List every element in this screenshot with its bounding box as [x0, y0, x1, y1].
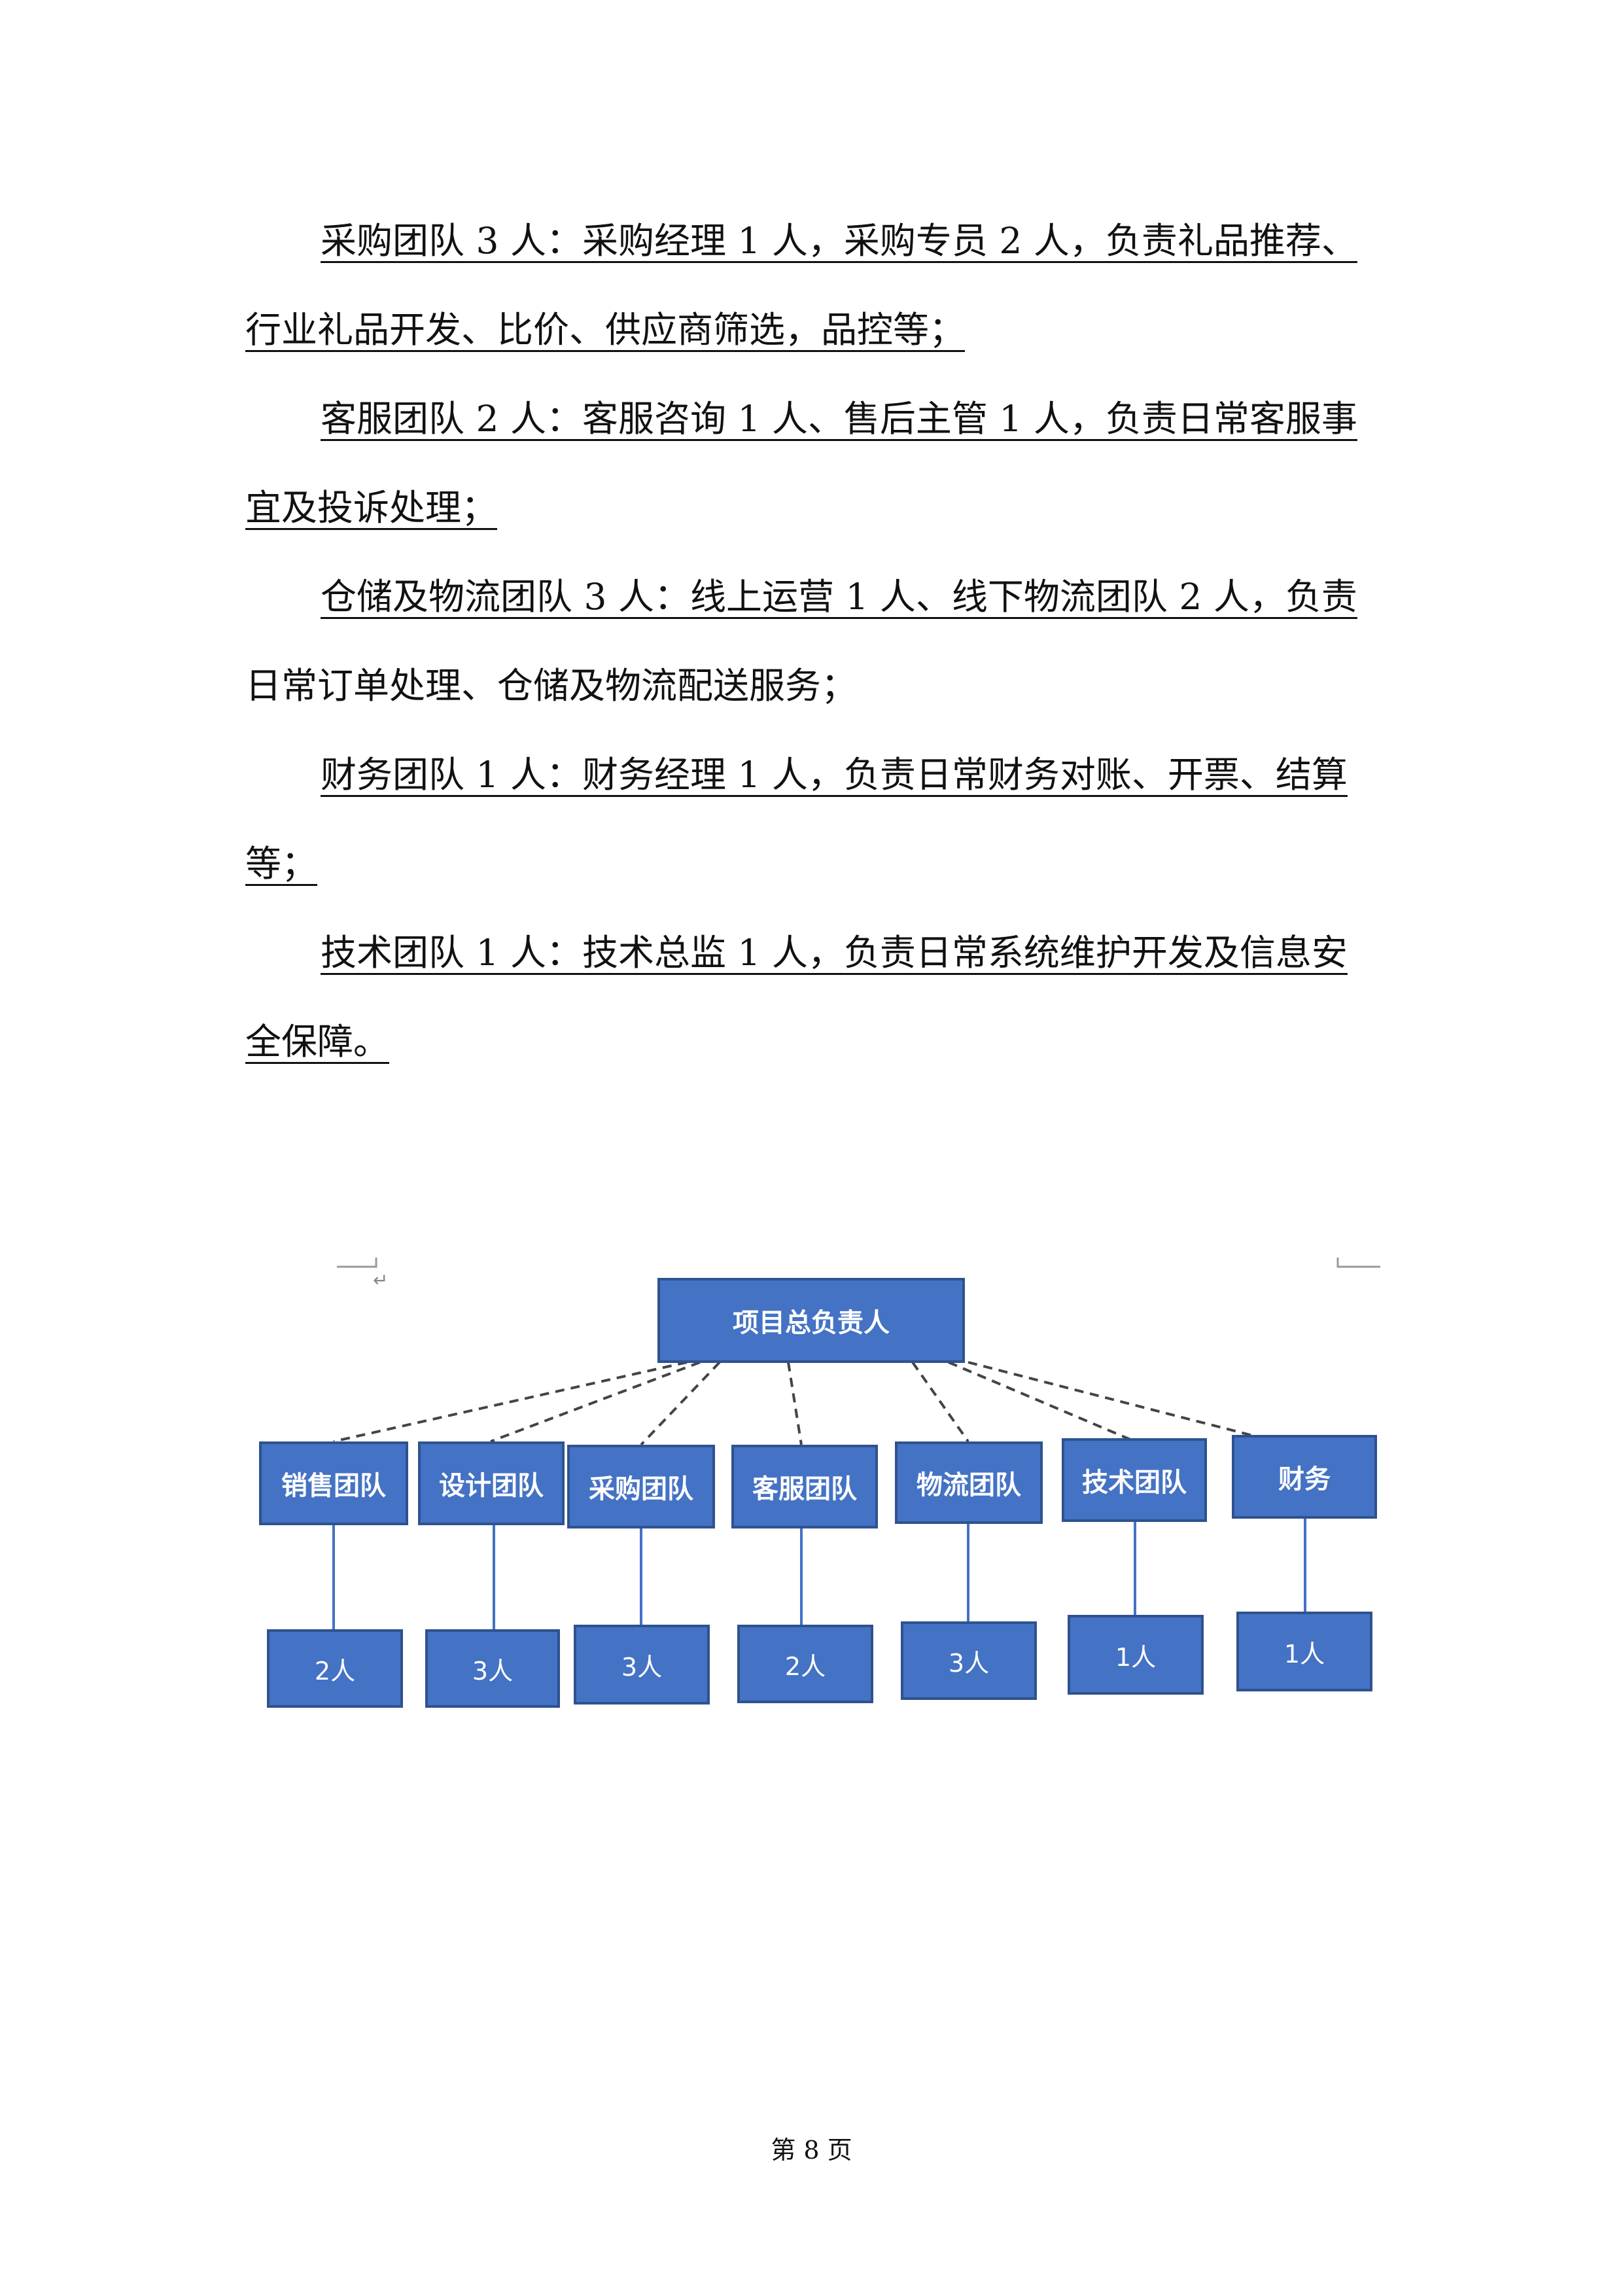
team-label: 客服团队	[752, 1474, 857, 1504]
count-label: 1人	[1115, 1642, 1157, 1672]
team-label: 物流团队	[916, 1470, 1021, 1500]
team-label: 设计团队	[439, 1471, 544, 1501]
team-label: 销售团队	[281, 1471, 386, 1501]
paragraph-logistics: 仓储及物流团队 3 人：线上运营 1 人、线下物流团队 2 人，负责日常订单处理…	[245, 552, 1380, 730]
dashed-connectors	[333, 1361, 1276, 1446]
paragraph-line: 技术团队 1 人：技术总监 1 人，负责日常系统维护开发及信息安	[321, 932, 1348, 974]
crop-mark-right	[1336, 1258, 1380, 1268]
paragraph-line: 客服团队 2 人：客服咨询 1 人、售后主管 1 人，负责日常客服事	[321, 398, 1357, 440]
count-label: 3人	[472, 1656, 514, 1686]
solid-connectors	[332, 1518, 1306, 1629]
count-box-sales: 2人	[267, 1629, 403, 1708]
paragraph-line: 仓储及物流团队 3 人：线上运营 1 人、线下物流团队 2 人，负责	[321, 576, 1357, 618]
paragraph-line: 等；	[245, 843, 318, 885]
paragraph-line: 日常订单处理、仓储及物流配送服务；	[245, 665, 858, 707]
team-box-procurement: 采购团队	[567, 1445, 715, 1528]
team-box-sales: 销售团队	[259, 1441, 408, 1525]
count-label: 3人	[948, 1648, 990, 1678]
count-box-finance: 1人	[1236, 1612, 1372, 1691]
page-footer: 第 8 页	[0, 2130, 1623, 2166]
team-label: 技术团队	[1082, 1468, 1187, 1498]
paragraph-line: 采购团队 3 人：采购经理 1 人，采购专员 2 人，负责礼品推荐、	[321, 220, 1357, 262]
paragraph-line: 行业礼品开发、比价、供应商筛选，品控等；	[245, 309, 966, 351]
paragraph-customer-service: 客服团队 2 人：客服咨询 1 人、售后主管 1 人，负责日常客服事宜及投诉处理…	[245, 374, 1380, 552]
count-box-logistics: 3人	[901, 1621, 1037, 1700]
team-box-logistics: 物流团队	[895, 1441, 1043, 1524]
paragraph-finance: 财务团队 1 人：财务经理 1 人，负责日常财务对账、开票、结算等；	[245, 730, 1380, 908]
team-box-technology: 技术团队	[1062, 1438, 1207, 1522]
team-label: 财务	[1278, 1464, 1331, 1494]
team-box-finance: 财务	[1232, 1435, 1377, 1519]
count-label: 1人	[1283, 1639, 1325, 1669]
team-label: 采购团队	[589, 1474, 693, 1504]
paragraph-procurement: 采购团队 3 人：采购经理 1 人，采购专员 2 人，负责礼品推荐、行业礼品开发…	[245, 196, 1380, 374]
return-mark-icon: ↵	[373, 1269, 389, 1291]
count-label: 3人	[621, 1652, 663, 1682]
paragraph-line: 宜及投诉处理；	[245, 487, 498, 529]
paragraph-technology: 技术团队 1 人：技术总监 1 人，负责日常系统维护开发及信息安全保障。	[245, 908, 1380, 1086]
body-text: 采购团队 3 人：采购经理 1 人，采购专员 2 人，负责礼品推荐、行业礼品开发…	[245, 196, 1380, 1086]
team-box-design: 设计团队	[418, 1441, 565, 1525]
org-root-label: 项目总负责人	[733, 1308, 890, 1338]
count-box-customer-service: 2人	[737, 1625, 873, 1703]
count-box-design: 3人	[425, 1629, 560, 1708]
paragraph-line: 财务团队 1 人：财务经理 1 人，负责日常财务对账、开票、结算	[321, 754, 1348, 796]
crop-mark-left	[337, 1258, 377, 1268]
paragraph-line: 全保障。	[245, 1021, 390, 1063]
team-box-customer-service: 客服团队	[731, 1445, 878, 1528]
count-label: 2人	[314, 1656, 356, 1686]
count-box-technology: 1人	[1068, 1615, 1204, 1695]
org-root-box: 项目总负责人	[657, 1278, 965, 1363]
page-number: 第 8 页	[771, 2136, 852, 2164]
count-label: 2人	[784, 1651, 826, 1681]
count-box-procurement: 3人	[574, 1625, 710, 1704]
